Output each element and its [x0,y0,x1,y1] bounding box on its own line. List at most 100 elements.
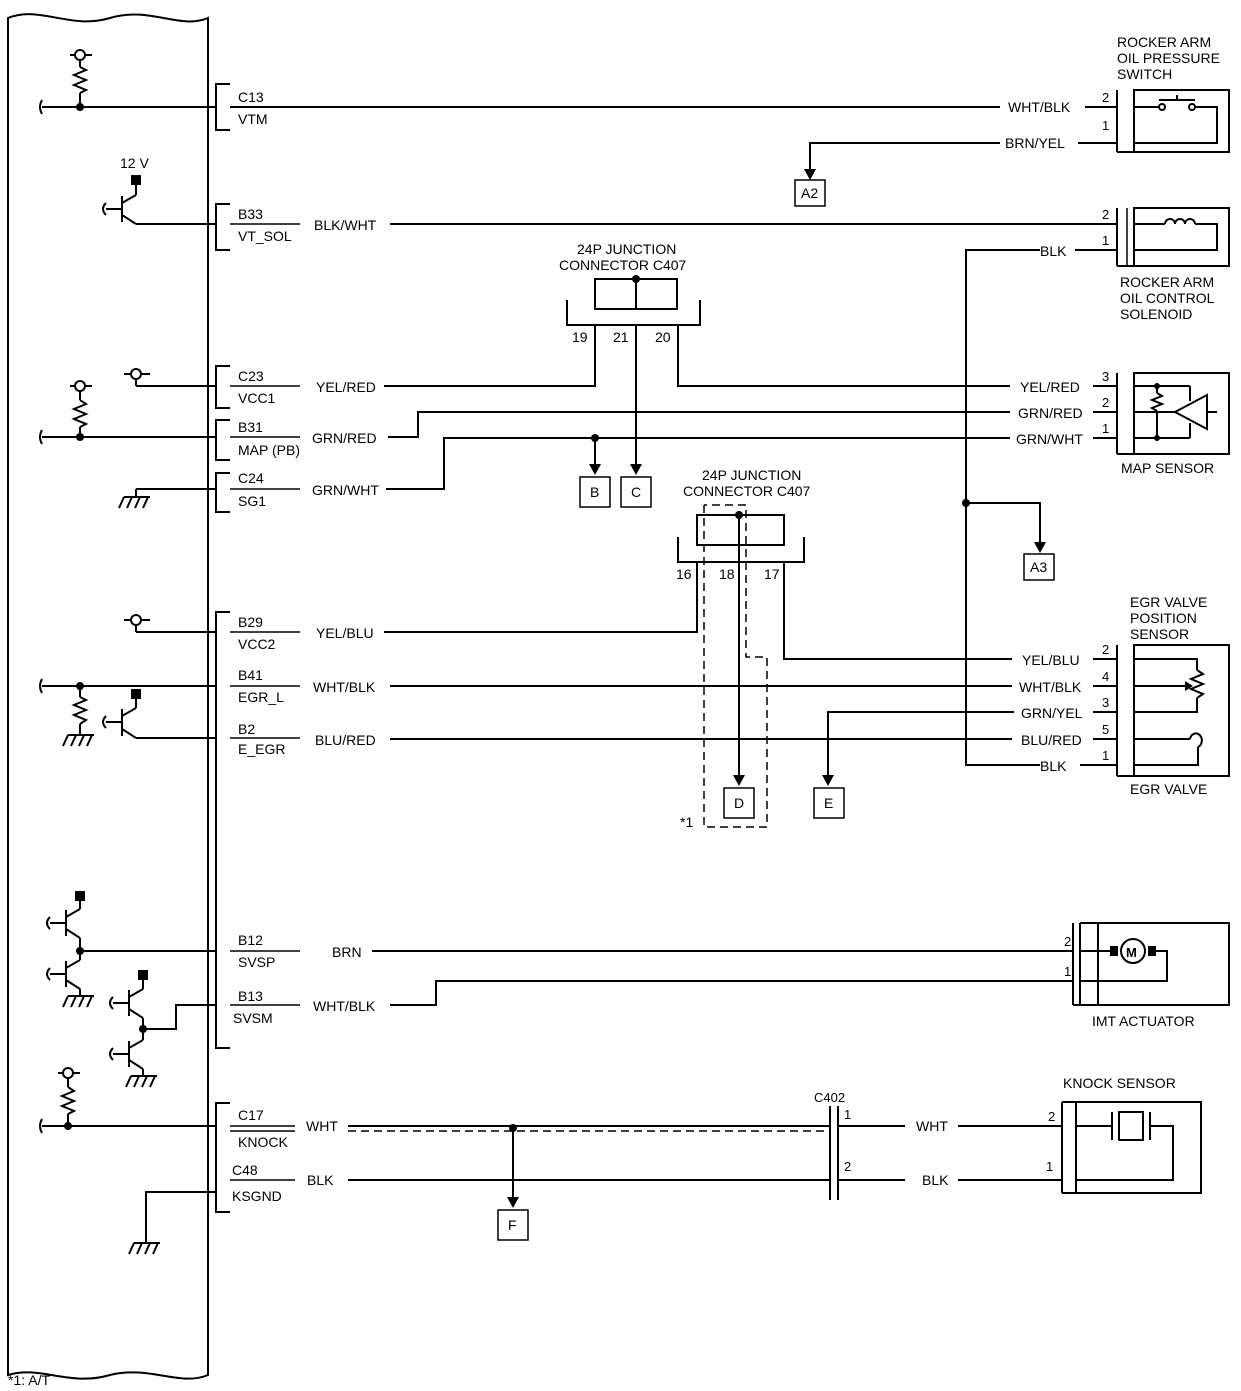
svg-text:BLK: BLK [1040,758,1067,774]
junction-connector-c407-upper: 24P JUNCTION CONNECTOR C407 19 21 20 [559,241,701,345]
svg-text:2: 2 [1102,207,1109,222]
svg-text:BRN: BRN [332,944,362,960]
svg-text:MAP SENSOR: MAP SENSOR [1121,460,1214,476]
ecm-connector-brackets [215,83,230,1213]
svg-text:1: 1 [1102,118,1109,133]
pin-c17-name: KNOCK [238,1134,288,1150]
svg-text:KNOCK SENSOR: KNOCK SENSOR [1063,1075,1176,1091]
svg-text:ROCKER ARM: ROCKER ARM [1120,274,1214,290]
pin-b33-name: VT_SOL [238,228,292,244]
egr-valve-assembly: EGR VALVE POSITION SENSOR 2 4 3 5 1 EGR … [1102,594,1230,797]
pin-b12-name: SVSP [238,954,275,970]
pin-c13-name: VTM [238,111,268,127]
svg-text:BLU/RED: BLU/RED [1021,732,1082,748]
svg-text:1: 1 [844,1107,851,1122]
svg-text:BLK: BLK [922,1172,949,1188]
pin-b31-name: MAP (PB) [238,442,300,458]
off-page-b: B [590,484,599,500]
wire-yel-blu-egr [783,562,1012,660]
svg-text:GRN/WHT: GRN/WHT [312,482,379,498]
wire-color-labels: WHT/BLK BRN/YEL BLK/WHT BLK YEL/RED GRN/… [306,99,1083,1188]
svg-text:WHT: WHT [306,1118,338,1134]
svg-text:IMT ACTUATOR: IMT ACTUATOR [1092,1013,1195,1029]
svg-text:SWITCH: SWITCH [1117,66,1172,82]
svg-text:19: 19 [572,329,588,345]
pin-b33-id: B33 [238,206,263,222]
wire-svsm [390,980,1073,1006]
pin-b41-name: EGR_L [238,689,284,705]
svg-text:CONNECTOR C407: CONNECTOR C407 [559,257,687,273]
off-page-connectors: A2 A3 B C D E F [497,179,1055,1241]
pin-c23-id: C23 [238,368,264,384]
svg-text:20: 20 [655,329,671,345]
imt-actuator: M 2 1 IMT ACTUATOR [1064,922,1230,1029]
svg-text:M: M [1126,945,1137,960]
svg-text:2: 2 [1102,642,1109,657]
wire-map-pb [388,411,1010,438]
svg-text:GRN/WHT: GRN/WHT [1016,431,1083,447]
svg-text:1: 1 [1064,964,1071,979]
pin-c17-id: C17 [238,1107,264,1123]
svg-text:WHT/BLK: WHT/BLK [1019,679,1082,695]
wire-blk-to-a3 [966,502,1041,543]
pin-b29-id: B29 [238,614,263,630]
pin-b2-name: E_EGR [238,741,285,757]
rocker-arm-oil-control-solenoid: 2 1 ROCKER ARM OIL CONTROL SOLENOID [1102,207,1230,322]
svg-text:2: 2 [1064,934,1071,949]
arrowheads [507,169,1046,1208]
footnote: *1: A/T [8,1372,50,1388]
svg-text:SENSOR: SENSOR [1130,626,1189,642]
svg-text:WHT/BLK: WHT/BLK [313,998,376,1014]
knock-sensor: KNOCK SENSOR 2 1 [1046,1075,1202,1194]
wires [230,106,1117,1198]
off-page-f: F [508,1217,517,1233]
pin-c13-id: C13 [238,89,264,105]
wire-vcc2 [384,562,698,633]
rocker-arm-oil-pressure-switch: ROCKER ARM OIL PRESSURE SWITCH 2 1 [1102,34,1230,153]
off-page-d: D [734,795,744,811]
pin-b29-name: VCC2 [238,636,276,652]
pin-b12-id: B12 [238,932,263,948]
pin-c48-name: KSGND [232,1188,282,1204]
svg-text:1: 1 [1102,421,1109,436]
svg-text:24P JUNCTION: 24P JUNCTION [702,467,801,483]
pin-b13-id: B13 [238,988,263,1004]
pin-b13-name: SVSM [233,1010,273,1026]
svg-text:C402: C402 [814,1090,845,1105]
pin-c23-name: VCC1 [238,390,276,406]
svg-text:EGR VALVE: EGR VALVE [1130,594,1207,610]
svg-text:CONNECTOR C407: CONNECTOR C407 [683,483,811,499]
svg-text:POSITION: POSITION [1130,610,1197,626]
off-page-a2: A2 [801,185,818,201]
svg-text:BRN/YEL: BRN/YEL [1005,135,1065,151]
wire-grn-yel-to-e [827,711,1014,775]
svg-text:BLU/RED: BLU/RED [315,732,376,748]
off-page-e: E [824,795,833,811]
svg-text:ROCKER ARM: ROCKER ARM [1117,34,1211,50]
wire-sg1 [386,437,1010,490]
svg-text:3: 3 [1102,369,1109,384]
svg-text:BLK/WHT: BLK/WHT [314,217,377,233]
svg-text:WHT: WHT [916,1118,948,1134]
off-page-a3: A3 [1030,559,1047,575]
svg-text:5: 5 [1102,722,1109,737]
pin-c48-id: C48 [232,1162,258,1178]
svg-text:YEL/RED: YEL/RED [1020,379,1080,395]
svg-text:WHT/BLK: WHT/BLK [313,679,376,695]
svg-text:2: 2 [1102,90,1109,105]
svg-text:GRN/RED: GRN/RED [1018,405,1083,421]
junction-connector-c407-lower: 24P JUNCTION CONNECTOR C407 16 18 17 *1 [676,467,811,830]
svg-text:1: 1 [1102,748,1109,763]
pin-b2-id: B2 [238,721,255,737]
pin-underlines [230,106,300,1181]
wire-blk-ground [965,249,1040,766]
svg-text:3: 3 [1102,695,1109,710]
svg-text:WHT/BLK: WHT/BLK [1008,99,1071,115]
svg-text:GRN/YEL: GRN/YEL [1021,705,1083,721]
svg-text:1: 1 [1102,233,1109,248]
svg-text:2: 2 [844,1159,851,1174]
supply-12v-label: 12 V [120,155,149,171]
ecm-body [7,13,209,1380]
svg-text:2: 2 [1102,395,1109,410]
